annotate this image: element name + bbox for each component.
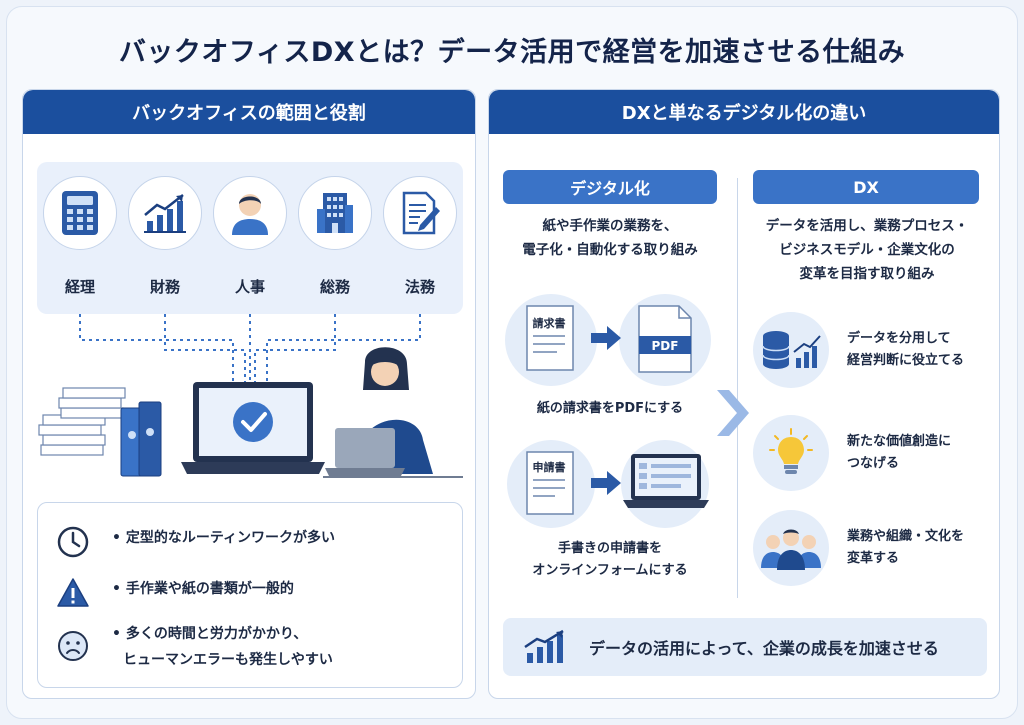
characteristics-box: • 定型的なルーティンワークが多い • 手作業や紙の書類が一般的 • 多くの時間… [37, 502, 463, 688]
characteristic-text: • 多くの時間と労力がかかり、 ヒューマンエラーも発生しやすい [112, 621, 333, 673]
office-worker-icon [323, 347, 463, 478]
digitalization-description: 紙や手作業の業務を、 電子化・自動化する取り組み [493, 214, 727, 262]
role-general-affairs: 総務 [295, 176, 375, 297]
paper-stack-icon [38, 387, 126, 456]
role-label: 総務 [319, 278, 350, 296]
growth-banner: データの活用によって、企業の成長を加速させる [503, 618, 987, 676]
binder-icon [120, 401, 162, 477]
role-label: 経理 [64, 278, 95, 296]
characteristic-item: • 定型的なルーティンワークが多い [56, 525, 335, 559]
role-label: 財務 [149, 278, 180, 296]
arrow-right-icon [607, 326, 621, 350]
caption-line: オンラインフォームにする [532, 563, 688, 578]
dx-header: DX [753, 170, 979, 204]
application-form-icon [526, 451, 574, 515]
laptop-check-icon [181, 382, 325, 474]
benefit-line: データを分用して [847, 331, 951, 346]
pdf-label: PDF [651, 339, 679, 353]
invoice-caption: 紙の請求書をPDFにする [536, 401, 684, 416]
digitalization-header: デジタル化 [503, 170, 717, 204]
chevron-right-icon [717, 390, 749, 436]
characteristic-text: • 定型的なルーティンワークが多い [112, 530, 335, 546]
form-caption: 手書きの申請書を オンラインフォームにする [493, 538, 727, 582]
building-icon [298, 176, 372, 250]
benefit-line: 変革する [847, 551, 900, 566]
application-form-label: 申請書 [532, 461, 566, 474]
office-illustration [38, 347, 463, 478]
team-icon [753, 510, 829, 586]
role-label: 人事 [234, 278, 265, 296]
benefit-line: 経営判断に役立てる [847, 353, 965, 368]
role-label: 法務 [404, 278, 435, 296]
person-icon [213, 176, 287, 250]
database-chart-icon [753, 312, 829, 388]
page-title: バックオフィスDXとは？データ活用で経営を加速させる仕組み [118, 37, 906, 68]
description-line: 紙や手作業の業務を、 [542, 218, 678, 234]
dx-benefit-text: 新たな価値創造に つなげる [847, 431, 951, 475]
roles-box: 経理 財務 [37, 162, 463, 314]
benefit-line: つなげる [847, 456, 900, 471]
description-line: データを活用し、業務プロセス・ [765, 218, 969, 234]
document-pen-icon [383, 176, 457, 250]
characteristic-line: • 多くの時間と労力がかかり、 [112, 626, 308, 642]
benefit-line: 業務や組織・文化を [847, 529, 965, 544]
description-line: 電子化・自動化する取り組み [522, 242, 698, 258]
invoice-document-icon [526, 305, 574, 371]
characteristic-line: ヒューマンエラーも発生しやすい [123, 652, 333, 668]
calculator-icon [43, 176, 117, 250]
sad-face-icon [58, 631, 88, 661]
warning-icon [57, 578, 89, 607]
backoffice-panel: バックオフィスの範囲と役割 経理 [22, 89, 476, 699]
laptop-form-icon [623, 454, 709, 508]
clock-icon [57, 526, 89, 558]
arrow-right-icon [607, 471, 621, 495]
characteristic-item: • 手作業や紙の書類が一般的 [56, 576, 294, 610]
dx-benefit-text: 業務や組織・文化を 変革する [847, 526, 964, 570]
characteristic-item: • 多くの時間と労力がかかり、 ヒューマンエラーも発生しやすい [56, 621, 333, 673]
description-line: ビジネスモデル・企業文化の [779, 242, 955, 258]
dx-comparison-panel: DXと単なるデジタル化の違い デジタル化 紙や手作業の業務を、 電子化・自動化す… [488, 89, 1000, 699]
caption-line: 手書きの申請書を [557, 541, 662, 556]
role-finance: 財務 [125, 176, 205, 297]
form-to-online-illustration [507, 440, 709, 528]
benefit-line: 新たな価値創造に [847, 434, 952, 449]
role-legal: 法務 [380, 176, 460, 297]
growth-banner-text: データの活用によって、企業の成長を加速させる [589, 639, 939, 658]
description-line: 変革を目指す取り組み [799, 266, 935, 282]
dx-benefit-item: 新たな価値創造に つなげる [753, 415, 951, 491]
invoice-label: 請求書 [532, 317, 566, 330]
growth-chart-icon [128, 176, 202, 250]
growth-chart-icon [524, 629, 564, 663]
characteristic-text: • 手作業や紙の書類が一般的 [112, 581, 294, 597]
role-connector-lines [79, 314, 421, 386]
column-divider [737, 178, 738, 598]
dx-benefit-item: 業務や組織・文化を 変革する [753, 510, 964, 586]
role-accounting: 経理 [40, 176, 120, 297]
invoice-to-pdf-illustration [505, 294, 711, 386]
dx-comparison-header: DXと単なるデジタル化の違い [489, 90, 999, 134]
dx-description: データを活用し、業務プロセス・ ビジネスモデル・企業文化の 変革を目指す取り組み [745, 214, 989, 286]
dx-benefit-text: データを分用して 経営判断に役立てる [847, 328, 964, 372]
role-hr: 人事 [210, 176, 290, 297]
lightbulb-icon [753, 415, 829, 491]
backoffice-panel-header: バックオフィスの範囲と役割 [23, 90, 475, 134]
dx-benefit-item: データを分用して 経営判断に役立てる [753, 312, 964, 388]
